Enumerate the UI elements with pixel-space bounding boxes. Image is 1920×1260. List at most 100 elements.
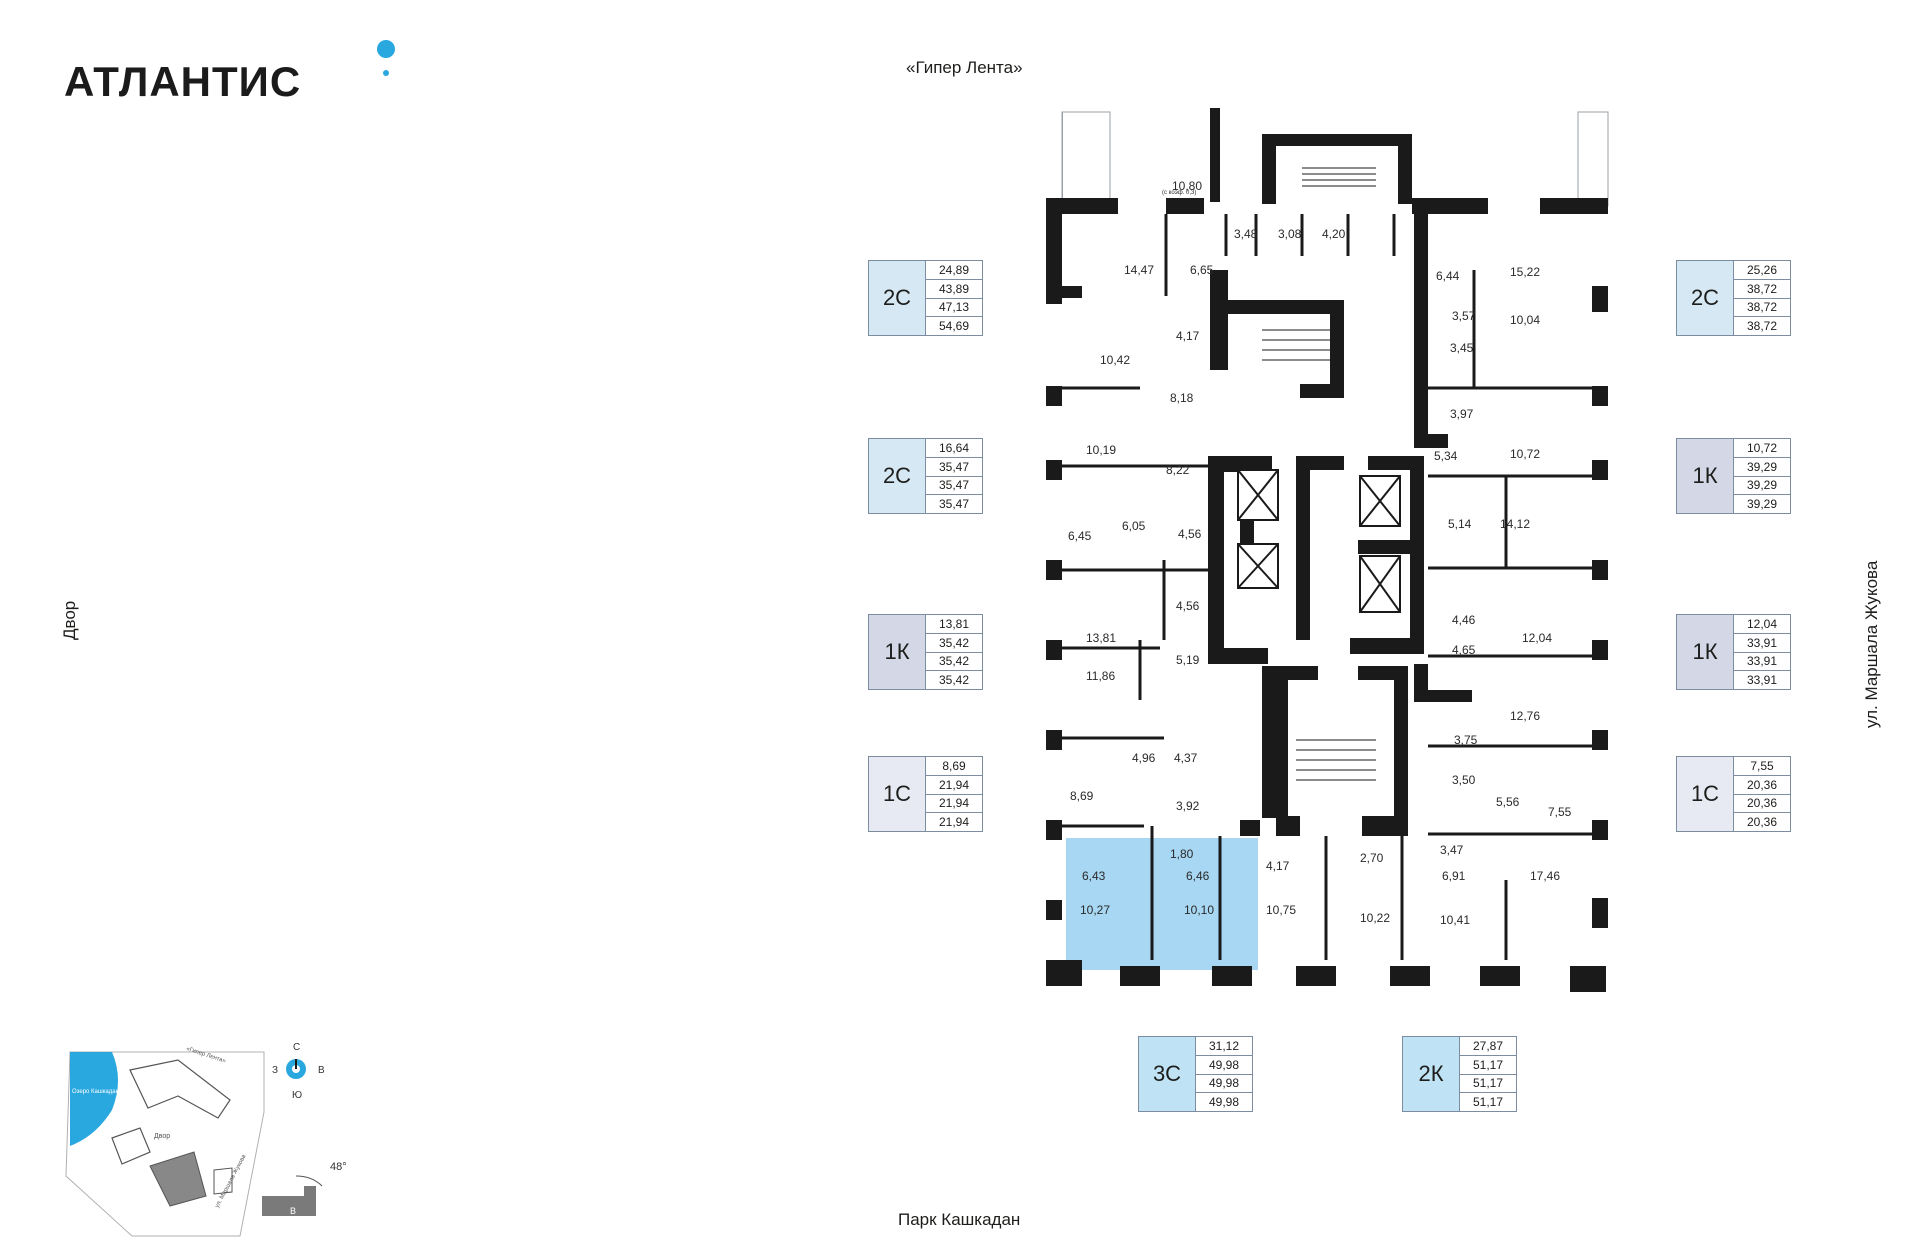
room-area: 10,75 — [1266, 903, 1296, 917]
area-value: 35,47 — [926, 477, 982, 496]
room-area: 13,81 — [1086, 631, 1116, 645]
room-area: 8,22 — [1166, 463, 1190, 477]
area-value: 35,42 — [926, 634, 982, 653]
room-area: 3,48 — [1234, 227, 1258, 241]
area-value: 7,55 — [1734, 757, 1790, 776]
room-area: 8,69 — [1070, 789, 1094, 803]
compass-west: З — [272, 1065, 278, 1076]
room-area: 14,12 — [1500, 517, 1530, 531]
room-area: 10,04 — [1510, 313, 1540, 327]
area-value: 35,42 — [926, 653, 982, 672]
area-value: 51,17 — [1460, 1056, 1516, 1075]
area-value: 39,29 — [1734, 458, 1790, 477]
area-value: 33,91 — [1734, 634, 1790, 653]
area-value: 39,29 — [1746, 497, 1778, 512]
room-area: 15,22 — [1510, 265, 1540, 279]
site-lake-label: Озеро Кашкадан — [72, 1089, 119, 1095]
area-value: 54,69 — [938, 319, 970, 334]
room-area: 3,45 — [1450, 341, 1474, 355]
section-label: В — [290, 1206, 296, 1216]
apartment-type: 1К — [869, 615, 926, 689]
apartment-type: 1С — [869, 757, 926, 831]
area-value: 33,91 — [1734, 653, 1790, 672]
room-area: 2,70 — [1360, 851, 1384, 865]
area-value: 24,89 — [926, 261, 982, 280]
area-value: 16,64 — [926, 439, 982, 458]
area-value: 35,47 — [938, 497, 970, 512]
room-area: 4,20 — [1322, 227, 1346, 241]
room-area: 10,42 — [1100, 353, 1130, 367]
room-area: 12,04 — [1522, 631, 1552, 645]
room-area: 6,65 — [1190, 263, 1214, 277]
apartment-type: 1К — [1677, 615, 1734, 689]
apartment-type: 2С — [869, 261, 926, 335]
area-value: 21,94 — [938, 815, 970, 830]
room-area: 4,56 — [1176, 599, 1200, 613]
area-value: 20,36 — [1734, 776, 1790, 795]
room-area: 4,56 — [1178, 527, 1202, 541]
room-area: 10,10 — [1184, 903, 1214, 917]
apartment-type: 2С — [1677, 261, 1734, 335]
area-value: 49,98 — [1196, 1056, 1252, 1075]
site-road-side: ул. Маршала Жукова — [214, 1153, 247, 1209]
street-label-bottom: Парк Кашкадан — [898, 1210, 1021, 1229]
site-map — [65, 1051, 323, 1237]
compass-east: В — [318, 1065, 325, 1076]
area-value: 38,72 — [1734, 280, 1790, 299]
area-value: 43,89 — [926, 280, 982, 299]
room-area: 6,05 — [1122, 519, 1146, 533]
stairs — [1262, 167, 1376, 781]
area-value: 49,98 — [1196, 1075, 1252, 1094]
room-area: 8,18 — [1170, 391, 1194, 405]
room-area: 4,37 — [1174, 751, 1198, 765]
highlighted-apartment[interactable] — [1066, 838, 1258, 970]
apartment-type: 1С — [1677, 757, 1734, 831]
room-area: 3,57 — [1452, 309, 1476, 323]
room-area: 7,55 — [1548, 805, 1572, 819]
room-area: 6,91 — [1442, 869, 1466, 883]
room-area: 3,50 — [1452, 773, 1476, 787]
terrace-outline — [1061, 111, 1111, 207]
area-value: 25,26 — [1734, 261, 1790, 280]
street-label-top: «Гипер Лента» — [906, 58, 1023, 77]
room-area: 3,92 — [1176, 799, 1200, 813]
room-area: 5,19 — [1176, 653, 1200, 667]
room-area: 6,43 — [1082, 869, 1106, 883]
balcony-outline — [1577, 111, 1609, 207]
area-value: 38,72 — [1734, 299, 1790, 318]
elevators — [1237, 469, 1401, 613]
room-area: 4,17 — [1176, 329, 1200, 343]
room-area: 10,27 — [1080, 903, 1110, 917]
room-area: 12,76 — [1510, 709, 1540, 723]
area-value: 38,72 — [1746, 319, 1778, 334]
room-area: 1,80 — [1170, 847, 1194, 861]
area-value: 20,36 — [1734, 795, 1790, 814]
room-area: 6,44 — [1436, 269, 1460, 283]
apartment-type: 1К — [1677, 439, 1734, 513]
logo-dot-icon — [377, 40, 395, 58]
area-value: 8,69 — [926, 757, 982, 776]
room-area: 5,14 — [1448, 517, 1472, 531]
room-area: 6,46 — [1186, 869, 1210, 883]
area-value: 21,94 — [926, 795, 982, 814]
room-area: 6,45 — [1068, 529, 1092, 543]
room-area: 3,47 — [1440, 843, 1464, 857]
area-value: 49,98 — [1208, 1095, 1240, 1110]
room-area: 10,72 — [1510, 447, 1540, 461]
compass — [286, 1059, 306, 1079]
area-value: 20,36 — [1746, 815, 1778, 830]
area-value: 33,91 — [1746, 673, 1778, 688]
room-area: 3,75 — [1454, 733, 1478, 747]
room-area: 10,22 — [1360, 911, 1390, 925]
